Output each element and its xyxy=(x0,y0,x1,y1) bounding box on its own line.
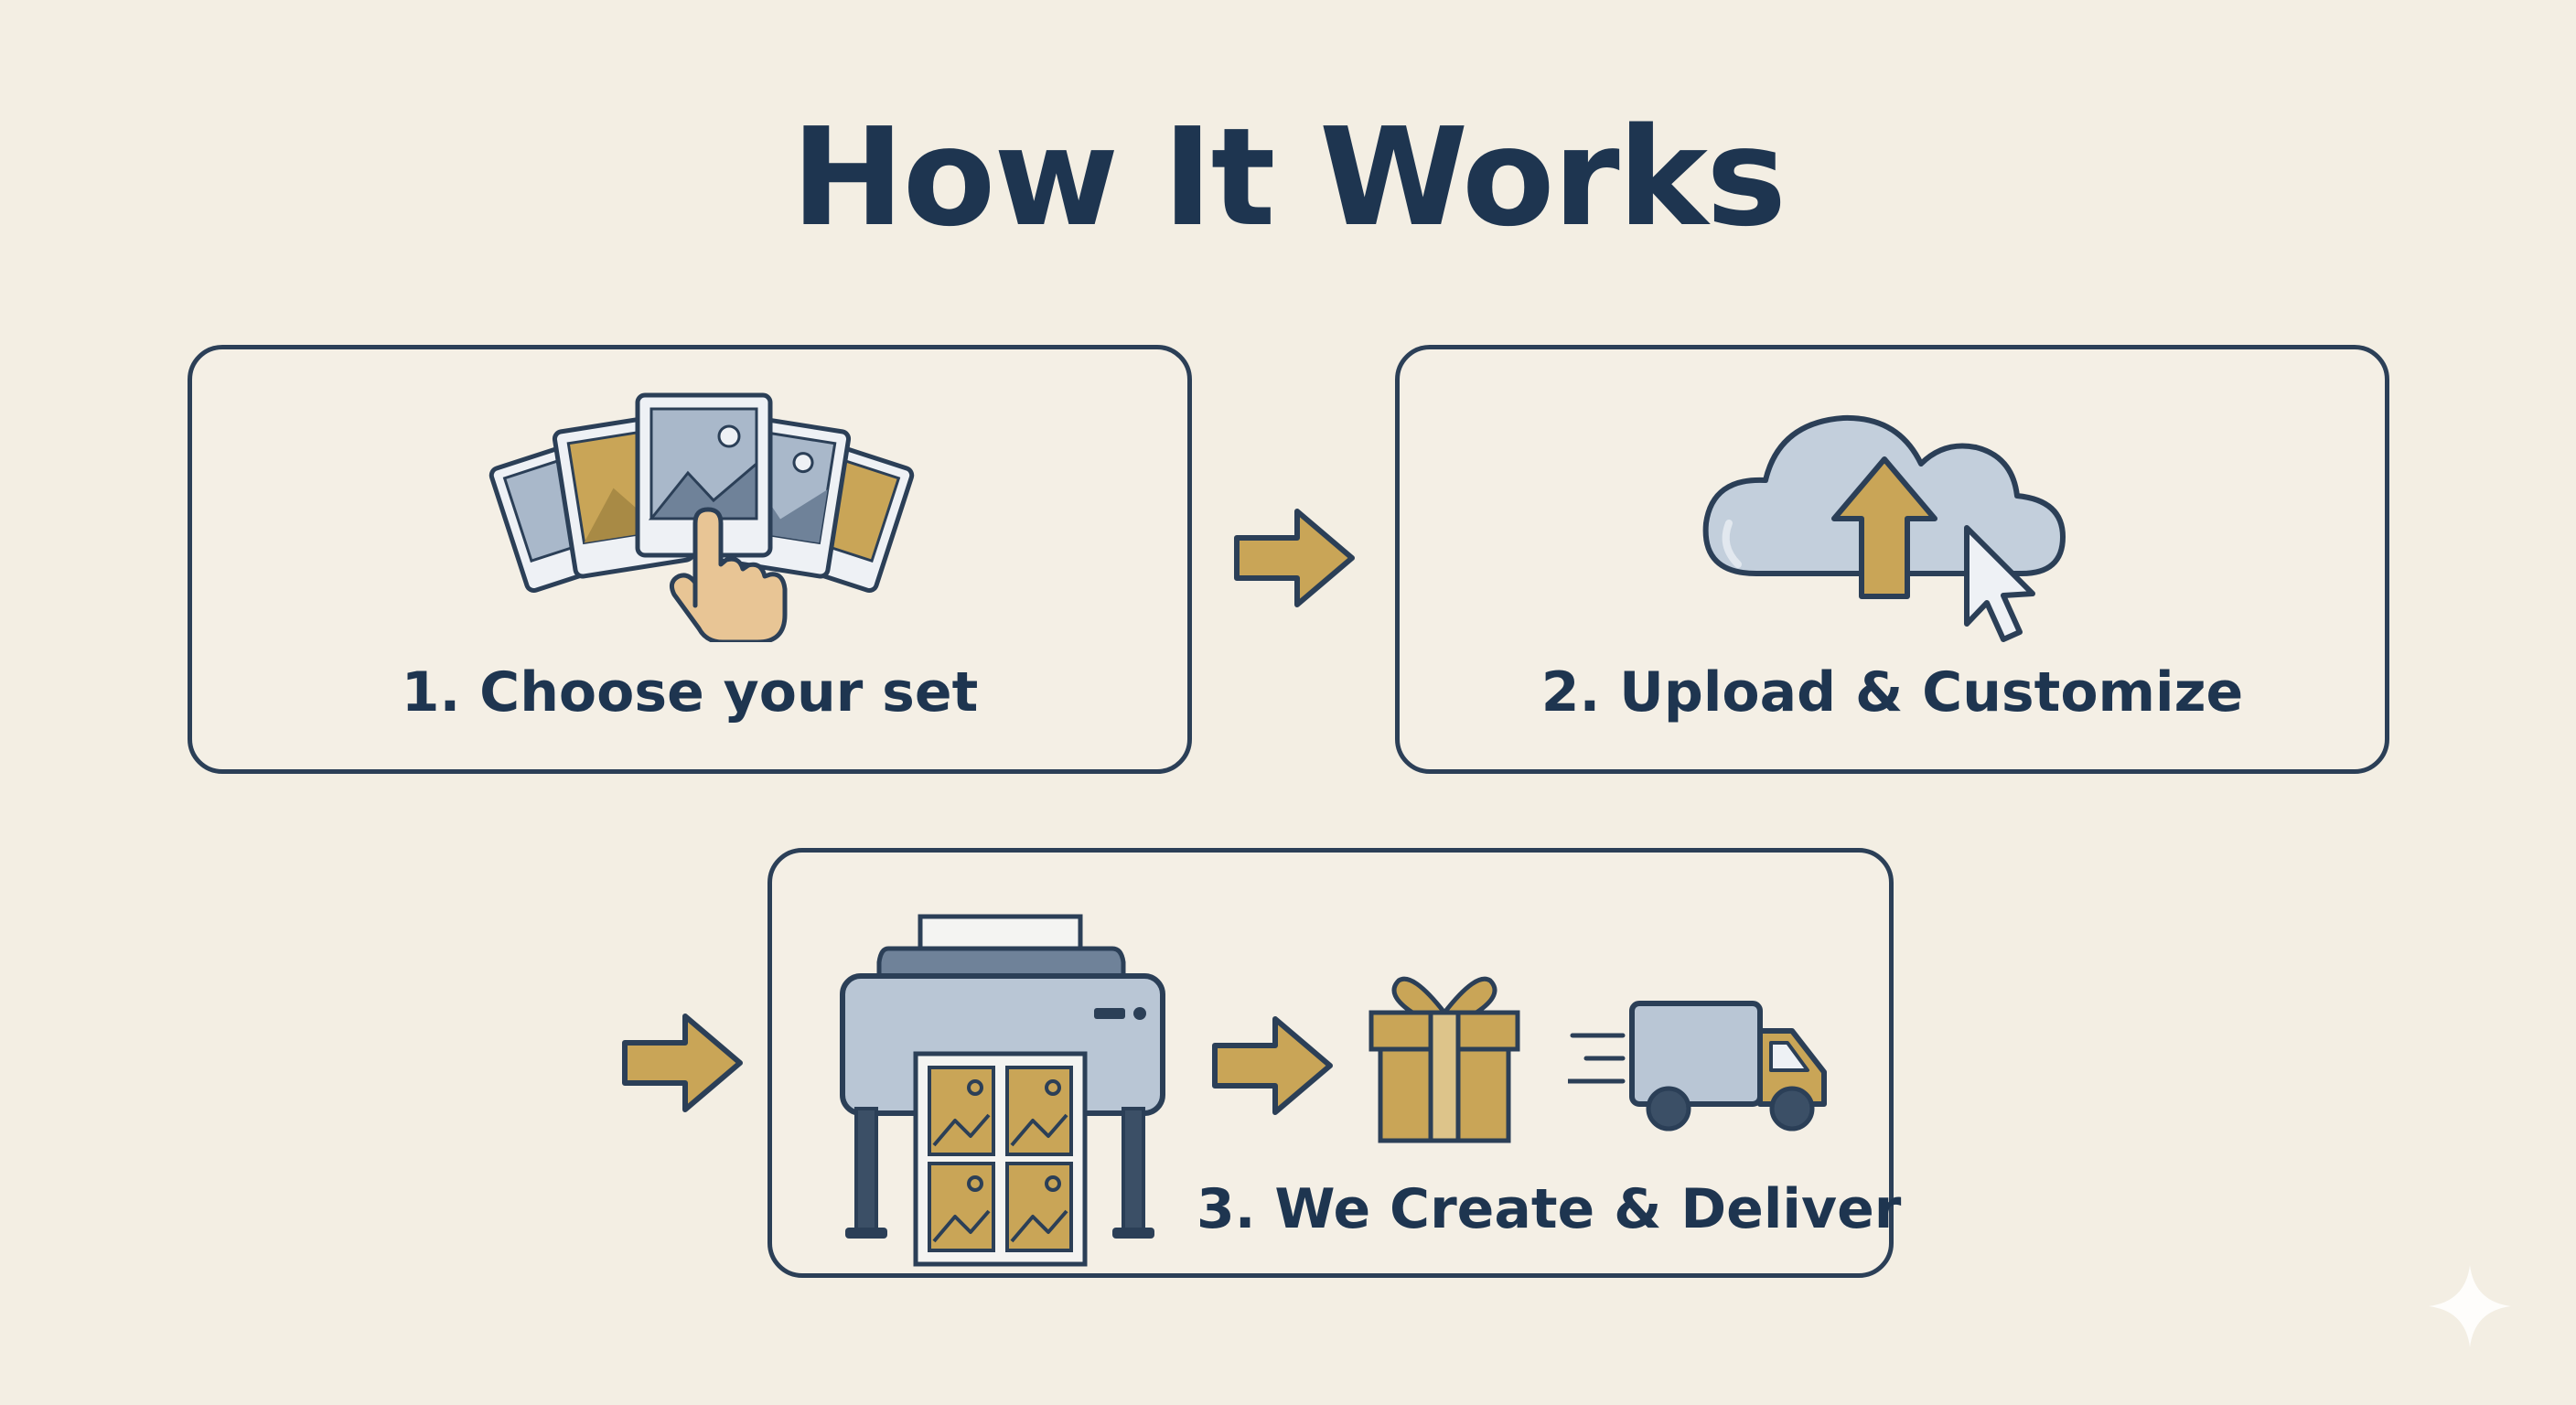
arrow-right-icon xyxy=(1234,509,1355,607)
step-card-choose-set: 1. Choose your set xyxy=(188,345,1192,774)
step-label: 1. Choose your set xyxy=(401,660,979,724)
page-title: How It Works xyxy=(790,99,1787,256)
printer-icon xyxy=(840,914,1165,1267)
step-card-upload-customize: 2. Upload & Customize xyxy=(1395,345,2389,774)
delivery-truck-icon xyxy=(1568,1001,1827,1132)
sparkle-icon xyxy=(2429,1265,2511,1347)
step-label: 3. We Create & Deliver xyxy=(1197,1177,1902,1241)
photo-stack-hand-icon xyxy=(488,392,915,642)
cloud-upload-icon xyxy=(1702,414,2066,642)
arrow-right-icon xyxy=(622,1014,743,1112)
step-label: 2. Upload & Customize xyxy=(1540,660,2244,724)
step-card-create-deliver: 3. We Create & Deliver xyxy=(767,848,1901,1278)
gift-box-icon xyxy=(1368,976,1520,1143)
arrow-right-icon xyxy=(1212,1016,1333,1115)
